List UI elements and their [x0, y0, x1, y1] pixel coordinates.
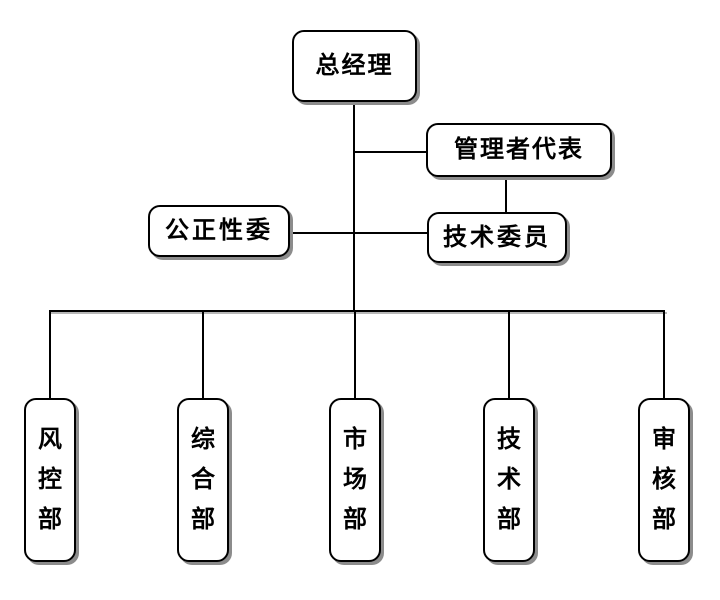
node-technical-committee-label: 技术委员: [443, 224, 551, 251]
connector-drop-technology: [508, 311, 510, 398]
node-general-manager: 总经理: [292, 30, 417, 102]
node-dept-risk-control-label: 风控部: [38, 427, 62, 533]
node-management-representative-label: 管理者代表: [454, 137, 584, 163]
node-dept-risk-control: 风控部: [24, 398, 76, 562]
connector-drop-audit: [663, 311, 665, 398]
node-impartiality-committee-label: 公正性委: [165, 218, 273, 244]
node-dept-audit: 审核部: [638, 398, 690, 562]
node-impartiality-committee: 公正性委: [148, 205, 290, 257]
node-dept-technology-label: 技术部: [497, 427, 521, 533]
node-technical-committee: 技术委员: [427, 212, 567, 263]
node-general-manager-label: 总经理: [315, 53, 394, 79]
node-dept-marketing: 市场部: [329, 398, 381, 562]
connector-departments-distribution: [49, 310, 665, 312]
connector-drop-marketing: [354, 311, 356, 398]
connector-gm-to-management-rep: [354, 151, 426, 153]
connector-management-rep-to-technical-committee: [505, 177, 507, 213]
node-dept-technology: 技术部: [483, 398, 535, 562]
connector-drop-general-affairs: [202, 311, 204, 398]
connector-gm-trunk: [353, 102, 355, 311]
node-dept-general-affairs-label: 综合部: [191, 427, 215, 533]
node-management-representative: 管理者代表: [426, 123, 612, 177]
node-dept-marketing-label: 市场部: [343, 427, 367, 533]
node-dept-general-affairs: 综合部: [177, 398, 229, 562]
connector-drop-risk-control: [49, 311, 51, 398]
connector-impartiality-to-technical-committee: [290, 232, 427, 234]
node-dept-audit-label: 审核部: [652, 427, 676, 533]
